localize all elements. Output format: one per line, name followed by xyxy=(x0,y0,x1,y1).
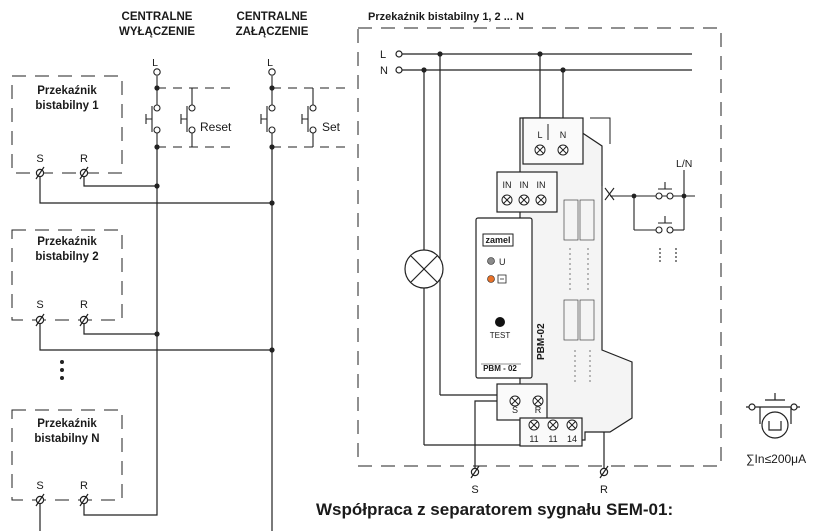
separator-formula: ∑In≤200μA xyxy=(746,452,806,466)
svg-text:L: L xyxy=(537,130,542,140)
pbm-device: L N IN IN IN zamel U TEST PBM - 02 PBM-0… xyxy=(475,117,633,447)
led-relay xyxy=(487,275,495,283)
central-on-buttons xyxy=(260,68,350,148)
svg-text:bistabilny 1: bistabilny 1 xyxy=(35,100,99,112)
svg-text:S: S xyxy=(36,153,43,165)
ellipsis-dots xyxy=(60,360,64,380)
svg-text:PBM - 02: PBM - 02 xyxy=(483,364,517,373)
svg-text:S: S xyxy=(512,405,518,415)
brand-logo: zamel xyxy=(485,235,510,245)
svg-text:bistabilny 2: bistabilny 2 xyxy=(35,251,98,263)
svg-text:R: R xyxy=(535,405,542,415)
panel-s-label: S xyxy=(471,484,478,496)
external-buttons xyxy=(604,170,695,262)
reset-label: Reset xyxy=(200,120,232,134)
svg-text:R: R xyxy=(80,299,88,311)
svg-text:U: U xyxy=(499,257,506,267)
svg-text:11: 11 xyxy=(548,434,557,444)
svg-text:CENTRALNE: CENTRALNE xyxy=(237,11,308,23)
ln-label: L/N xyxy=(676,158,692,170)
heading-central-off: CENTRALNE WYŁĄCZENIE xyxy=(119,11,195,38)
svg-text:11: 11 xyxy=(529,434,538,444)
svg-text:Przekaźnik: Przekaźnik xyxy=(37,418,97,430)
svg-text:CENTRALNE: CENTRALNE xyxy=(122,11,193,23)
panel-r-label: R xyxy=(600,484,608,496)
l-label-left: L xyxy=(152,57,158,69)
relay-panel-frame xyxy=(357,27,722,467)
panel-title: Przekaźnik bistabilny 1, 2 ... N xyxy=(368,11,524,23)
external-junctions xyxy=(631,193,687,199)
svg-text:S: S xyxy=(36,299,43,311)
svg-text:R: R xyxy=(80,153,88,165)
heading-central-on: CENTRALNE ZAŁĄCZENIE xyxy=(236,11,309,38)
diagram-caption: Współpraca z separatorem sygnału SEM-01: xyxy=(316,500,674,519)
svg-text:ZAŁĄCZENIE: ZAŁĄCZENIE xyxy=(236,26,309,38)
svg-text:Przekaźnik: Przekaźnik xyxy=(37,85,97,97)
svg-text:IN: IN xyxy=(537,180,546,190)
left-wiring xyxy=(39,147,273,531)
panel-junctions xyxy=(421,51,566,73)
svg-text:IN: IN xyxy=(520,180,529,190)
svg-text:R: R xyxy=(80,480,88,492)
svg-text:WYŁĄCZENIE: WYŁĄCZENIE xyxy=(119,26,195,38)
svg-text:Przekaźnik: Przekaźnik xyxy=(37,236,97,248)
svg-text:14: 14 xyxy=(567,434,577,444)
led-u xyxy=(487,257,495,265)
central-off-buttons xyxy=(145,68,230,148)
svg-text:N: N xyxy=(560,130,567,140)
lamp-icon xyxy=(404,249,444,289)
svg-text:S: S xyxy=(36,480,43,492)
panel-n-label: N xyxy=(380,65,388,77)
set-label: Set xyxy=(322,120,341,134)
svg-text:TEST: TEST xyxy=(490,331,511,340)
svg-text:IN: IN xyxy=(503,180,512,190)
separator-icon xyxy=(746,393,800,439)
relay-box-n: Przekaźnik bistabilny N S R xyxy=(11,409,123,507)
relay-box-2: Przekaźnik bistabilny 2 S R xyxy=(11,229,123,327)
side-model: PBM-02 xyxy=(536,323,547,360)
relay-box-1: Przekaźnik bistabilny 1 S R xyxy=(11,75,123,180)
panel-l-label: L xyxy=(380,49,386,61)
svg-text:bistabilny N: bistabilny N xyxy=(34,433,99,445)
l-label-right: L xyxy=(267,57,273,69)
test-button xyxy=(495,317,505,327)
